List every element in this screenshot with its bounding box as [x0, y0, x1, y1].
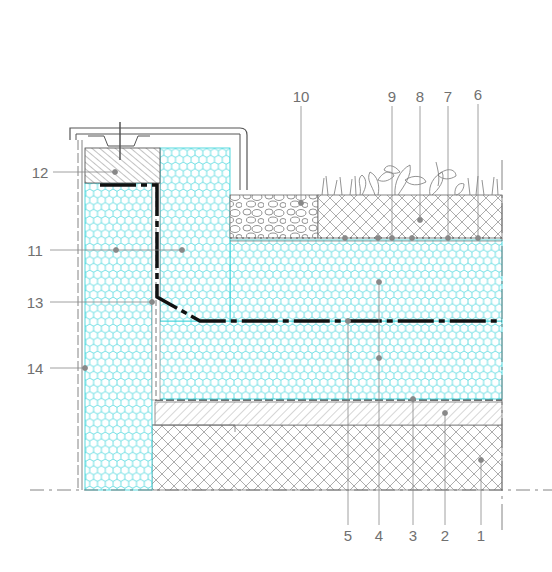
callout-number: 5	[343, 528, 353, 543]
insulation-lower	[155, 321, 502, 399]
callout-number: 1	[476, 528, 486, 543]
substrate	[318, 195, 502, 238]
callout-number: 12	[31, 165, 50, 180]
callout-number: 8	[415, 89, 425, 104]
render	[78, 140, 79, 490]
metal-coping	[70, 128, 247, 190]
callout-number: 3	[408, 528, 418, 543]
parapet-insulation	[85, 183, 152, 490]
callout-number: 2	[440, 528, 450, 543]
vapour-barrier	[155, 399, 502, 401]
callout-number: 11	[26, 243, 44, 258]
callout-number: 6	[473, 87, 483, 102]
drainage-layer	[230, 237, 502, 238]
concrete-slab	[152, 425, 502, 490]
callout-number: 4	[374, 528, 384, 543]
parapet-insulation-inner	[160, 148, 230, 321]
callout-number: 14	[26, 361, 45, 376]
waterproofing-membrane	[100, 185, 502, 321]
screed	[155, 402, 502, 425]
callout-number: 9	[387, 89, 397, 104]
callout-number: 13	[26, 295, 45, 310]
leader-lines	[50, 104, 484, 525]
callout-number: 10	[292, 89, 311, 104]
gravel	[230, 195, 318, 238]
timber-block	[85, 148, 160, 183]
insulation-upper	[230, 240, 502, 321]
vegetation	[322, 162, 498, 195]
callout-number: 7	[443, 89, 453, 104]
